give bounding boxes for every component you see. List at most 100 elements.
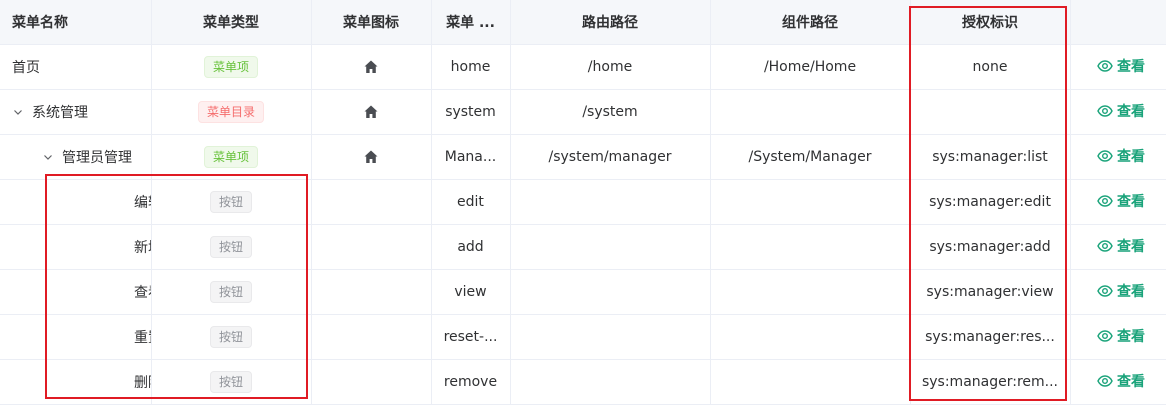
eye-icon	[1097, 103, 1113, 119]
cell-menu-code: add	[431, 224, 511, 270]
table-row[interactable]: 重置密码 按钮 reset-... sys:manager:res... 查看	[0, 314, 1166, 360]
menu-type-tag: 按钮	[209, 325, 252, 348]
cell-route-path	[510, 269, 711, 315]
eye-icon	[1097, 328, 1113, 344]
cell-menu-name: 系统管理	[0, 89, 152, 135]
cell-actions: 查看	[1070, 89, 1166, 135]
cell-route-path	[510, 179, 711, 225]
cell-permission: sys:manager:res...	[910, 314, 1071, 360]
home-icon	[363, 104, 379, 120]
cell-actions: 查看	[1070, 269, 1166, 315]
cell-permission: sys:manager:list	[910, 134, 1071, 180]
table-header: 菜单名称 菜单类型 菜单图标 菜单 ... 路由路径 组件路径 授权标识	[0, 0, 1166, 45]
menu-name-label: 删除	[134, 374, 150, 391]
cell-menu-icon	[311, 134, 432, 180]
eye-icon	[1097, 148, 1113, 164]
cell-route-path	[510, 314, 711, 360]
cell-route-path	[510, 224, 711, 270]
menu-type-tag: 菜单目录	[197, 100, 264, 123]
cell-actions: 查看	[1070, 314, 1166, 360]
expand-chevron-icon[interactable]	[12, 106, 24, 118]
menu-type-tag: 菜单项	[203, 55, 258, 78]
cell-component-path: /System/Manager	[710, 134, 911, 180]
cell-permission: sys:manager:view	[910, 269, 1071, 315]
cell-menu-icon	[311, 179, 432, 225]
cell-menu-type: 菜单目录	[151, 89, 312, 135]
table-row[interactable]: 删除 按钮 remove sys:manager:rem... 查看	[0, 359, 1166, 405]
cell-component-path	[710, 269, 911, 315]
table-body: 首页 菜单项 home /home /Home/Home none 查看 系统管…	[0, 44, 1166, 405]
cell-actions: 查看	[1070, 44, 1166, 90]
eye-icon	[1097, 373, 1113, 389]
cell-component-path	[710, 224, 911, 270]
cell-menu-type: 按钮	[151, 359, 312, 405]
column-header-menu-type[interactable]: 菜单类型	[151, 0, 312, 45]
table-row[interactable]: 编辑 按钮 edit sys:manager:edit 查看	[0, 179, 1166, 225]
cell-menu-icon	[311, 314, 432, 360]
cell-menu-type: 按钮	[151, 314, 312, 360]
cell-menu-name: 重置密码	[0, 314, 152, 360]
cell-menu-name: 新增	[0, 224, 152, 270]
expand-chevron-icon[interactable]	[42, 151, 54, 163]
menu-name-label: 新增	[134, 239, 150, 256]
cell-menu-type: 菜单项	[151, 44, 312, 90]
cell-menu-name: 管理员管理	[0, 134, 152, 180]
menu-name-label: 首页	[12, 59, 40, 76]
cell-menu-type: 按钮	[151, 224, 312, 270]
eye-icon	[1097, 283, 1113, 299]
column-header-menu-icon[interactable]: 菜单图标	[311, 0, 432, 45]
column-header-permission[interactable]: 授权标识	[910, 0, 1071, 45]
menu-type-tag: 菜单项	[203, 145, 258, 168]
menu-name-label: 重置密码	[134, 329, 150, 346]
cell-menu-icon	[311, 224, 432, 270]
cell-menu-code: remove	[431, 359, 511, 405]
cell-actions: 查看	[1070, 179, 1166, 225]
column-header-menu-name[interactable]: 菜单名称	[0, 0, 152, 45]
menu-name-label: 管理员管理	[62, 149, 132, 166]
table-row[interactable]: 管理员管理 菜单项 Mana... /system/manager /Syste…	[0, 134, 1166, 180]
cell-menu-code: view	[431, 269, 511, 315]
view-button[interactable]: 查看	[1097, 236, 1145, 256]
cell-menu-code: system	[431, 89, 511, 135]
view-button[interactable]: 查看	[1097, 101, 1145, 121]
table-row[interactable]: 新增 按钮 add sys:manager:add 查看	[0, 224, 1166, 270]
cell-menu-icon	[311, 359, 432, 405]
cell-menu-icon	[311, 44, 432, 90]
column-header-route-path[interactable]: 路由路径	[510, 0, 711, 45]
cell-actions: 查看	[1070, 224, 1166, 270]
view-button[interactable]: 查看	[1097, 326, 1145, 346]
view-button[interactable]: 查看	[1097, 191, 1145, 211]
table-row[interactable]: 查看 按钮 view sys:manager:view 查看	[0, 269, 1166, 315]
view-button-label: 查看	[1117, 103, 1145, 120]
cell-actions: 查看	[1070, 134, 1166, 180]
table-row[interactable]: 首页 菜单项 home /home /Home/Home none 查看	[0, 44, 1166, 90]
table-row[interactable]: 系统管理 菜单目录 system /system 查看	[0, 89, 1166, 135]
cell-component-path	[710, 359, 911, 405]
cell-menu-code: home	[431, 44, 511, 90]
view-button[interactable]: 查看	[1097, 281, 1145, 301]
cell-component-path	[710, 89, 911, 135]
menu-type-tag: 按钮	[209, 280, 252, 303]
column-header-component-path[interactable]: 组件路径	[710, 0, 911, 45]
cell-menu-type: 按钮	[151, 269, 312, 315]
cell-component-path	[710, 179, 911, 225]
home-icon	[363, 59, 379, 75]
column-header-menu-code[interactable]: 菜单 ...	[431, 0, 511, 45]
menu-name-label: 查看	[134, 284, 150, 301]
eye-icon	[1097, 193, 1113, 209]
view-button-label: 查看	[1117, 238, 1145, 255]
view-button[interactable]: 查看	[1097, 371, 1145, 391]
view-button-label: 查看	[1117, 193, 1145, 210]
cell-menu-code: Mana...	[431, 134, 511, 180]
cell-route-path: /home	[510, 44, 711, 90]
view-button[interactable]: 查看	[1097, 56, 1145, 76]
cell-permission: sys:manager:add	[910, 224, 1071, 270]
column-header-actions	[1070, 0, 1166, 45]
cell-menu-code: reset-...	[431, 314, 511, 360]
cell-actions: 查看	[1070, 359, 1166, 405]
view-button-label: 查看	[1117, 148, 1145, 165]
view-button[interactable]: 查看	[1097, 146, 1145, 166]
cell-menu-code: edit	[431, 179, 511, 225]
cell-permission: sys:manager:rem...	[910, 359, 1071, 405]
